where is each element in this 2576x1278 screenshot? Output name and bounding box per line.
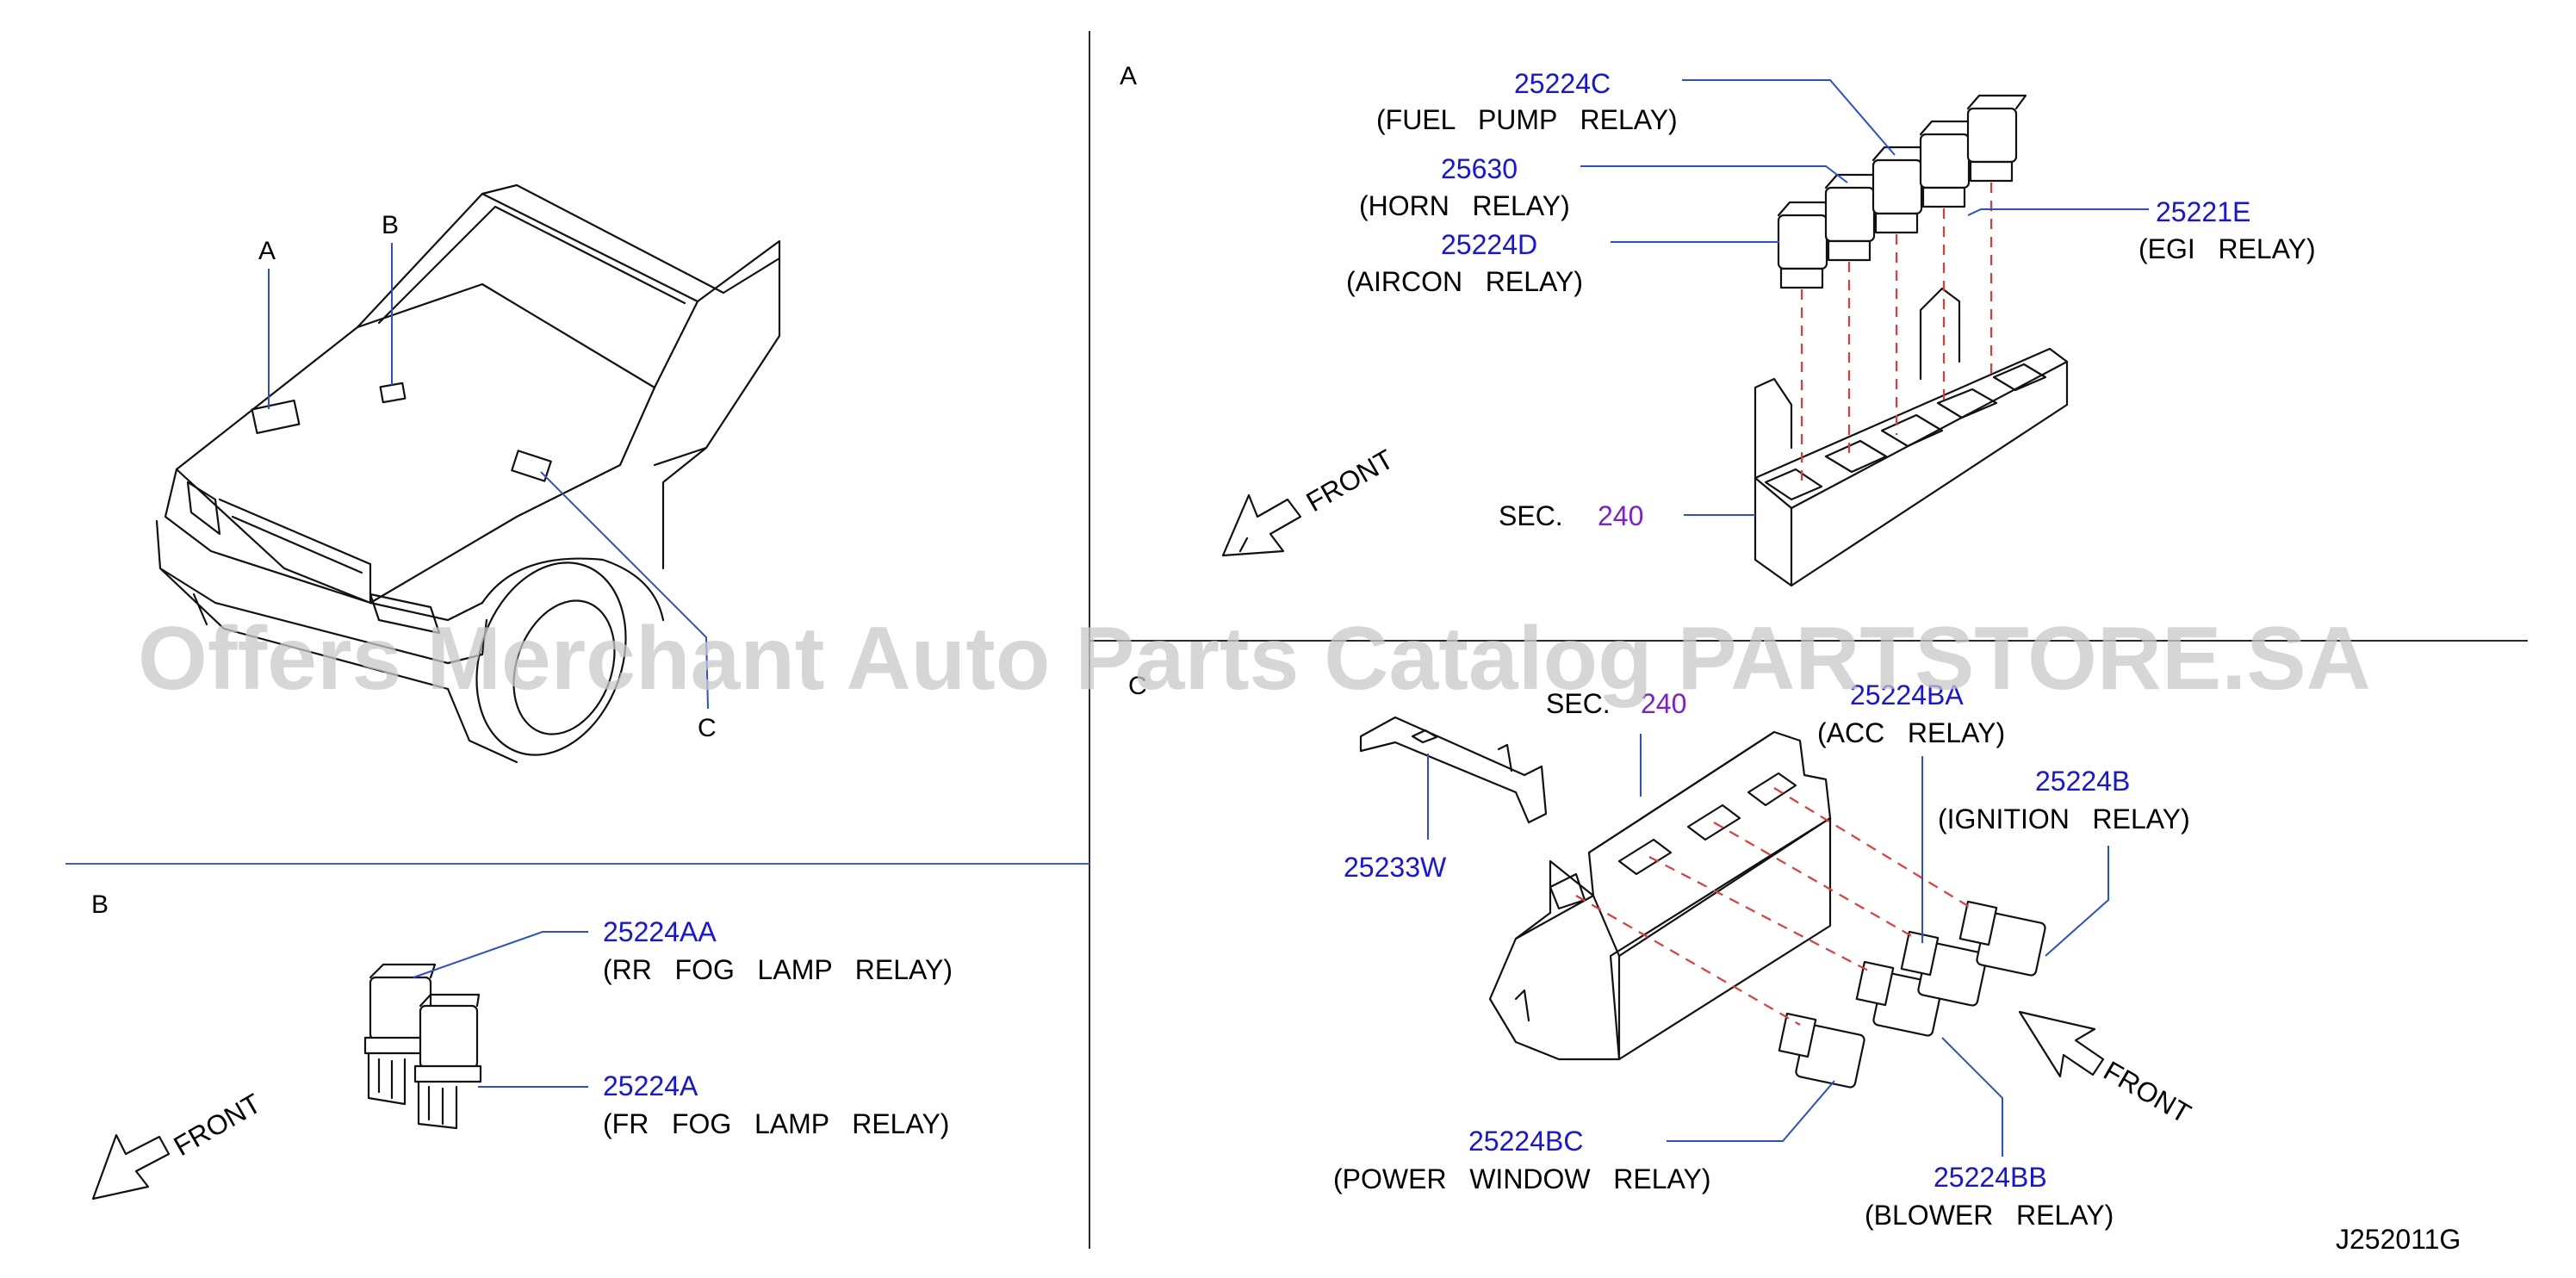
- exploded-guides-a: [1800, 183, 1993, 487]
- fuel-pump-relay-a: [1871, 146, 1933, 234]
- aircon-relay-part-number[interactable]: 25224D: [1441, 229, 1537, 260]
- ignition-relay-c: [1958, 900, 2046, 977]
- front-label-c: FRONT: [2099, 1055, 2196, 1129]
- bracket-part-number[interactable]: 25233W: [1344, 852, 1447, 883]
- ignition-leader: [2045, 846, 2109, 957]
- relay-block-a: [1754, 287, 2069, 587]
- relay-location-a-marker: [251, 400, 301, 434]
- horn-leader: [1580, 165, 1848, 183]
- front-arrow-b: [91, 1133, 171, 1200]
- fuel-pump-leader: [1682, 79, 1896, 156]
- view-b-callout[interactable]: B: [382, 211, 399, 239]
- acc-relay-c: [1900, 930, 1988, 1007]
- panel-c-title: C: [1128, 672, 1147, 700]
- rr-fog-lamp-relay-b: [363, 963, 437, 1106]
- sec-240-link-c[interactable]: 240: [1641, 688, 1686, 719]
- power-window-relay-name: (POWER WINDOW RELAY): [1333, 1163, 1711, 1194]
- bracket-25233w: [1359, 716, 1548, 824]
- aircon-relay-name: (AIRCON RELAY): [1346, 266, 1583, 297]
- ignition-relay-name: (IGNITION RELAY): [1938, 803, 2190, 834]
- front-arrow-a: [1221, 493, 1302, 557]
- egi-leader: [1967, 208, 2149, 216]
- rr-fog-lamp-relay-part-number[interactable]: 25224AA: [603, 916, 717, 947]
- view-a-callout[interactable]: A: [258, 237, 276, 265]
- acc-relay-name: (ACC RELAY): [1817, 717, 2005, 748]
- fuel-pump-relay-name: (FUEL PUMP RELAY): [1376, 104, 1678, 135]
- front-label-a: FRONT: [1301, 444, 1399, 518]
- front-label-b: FRONT: [169, 1088, 266, 1162]
- sec-label-a: SEC.: [1499, 500, 1563, 531]
- fr-fog-lamp-relay-name: (FR FOG LAMP RELAY): [603, 1108, 949, 1139]
- power-window-relay-part-number[interactable]: 25224BC: [1468, 1126, 1583, 1157]
- ignition-relay-part-number[interactable]: 25224B: [2035, 766, 2130, 797]
- relay-location-b-marker: [379, 382, 407, 404]
- relay-location-c-marker: [511, 450, 552, 482]
- watermark: Offers Merchant Auto Parts Catalog PARTS…: [138, 609, 2371, 709]
- fuel-pump-relay-part-number[interactable]: 25224C: [1514, 68, 1611, 99]
- drawing-code: J252011G: [2336, 1224, 2461, 1255]
- sec-label-c: SEC.: [1546, 688, 1611, 719]
- egi-relay-name: (EGI RELAY): [2138, 233, 2316, 264]
- blower-relay-name: (BLOWER RELAY): [1865, 1200, 2114, 1231]
- view-c-callout[interactable]: C: [698, 714, 717, 742]
- egi-relay-part-number[interactable]: 25221E: [2156, 196, 2250, 227]
- vehicle-overview-illustration: [155, 183, 781, 764]
- panel-a-title: A: [1120, 62, 1137, 90]
- rr-fog-lamp-relay-name: (RR FOG LAMP RELAY): [603, 954, 953, 985]
- acc-relay-part-number[interactable]: 25224BA: [1850, 679, 1964, 710]
- rr-fog-leader: [413, 931, 588, 978]
- blower-leader: [1941, 1037, 2003, 1157]
- power-window-relay-c: [1778, 1012, 1865, 1089]
- fr-fog-lamp-relay-part-number[interactable]: 25224A: [603, 1070, 698, 1101]
- horn-relay-part-number[interactable]: 25630: [1441, 153, 1518, 184]
- relay-4-a: [1919, 120, 1980, 208]
- sec-240-link-a[interactable]: 240: [1598, 500, 1643, 531]
- egi-relay-a: [1966, 94, 2027, 183]
- front-arrow-c: [2018, 1010, 2105, 1078]
- blower-relay-part-number[interactable]: 25224BB: [1934, 1162, 2047, 1193]
- view-c-leader: [540, 471, 709, 710]
- panel-b-title: B: [91, 890, 109, 919]
- relay-row-a: [1777, 94, 2027, 289]
- horn-relay-a: [1824, 173, 1885, 262]
- power-window-leader: [1667, 1080, 1835, 1142]
- exploded-guides-c: [1575, 787, 1973, 1026]
- relay-block-c: [1488, 730, 1832, 1061]
- fr-fog-lamp-relay-b: [413, 993, 482, 1130]
- horn-relay-name: (HORN RELAY): [1359, 190, 1570, 221]
